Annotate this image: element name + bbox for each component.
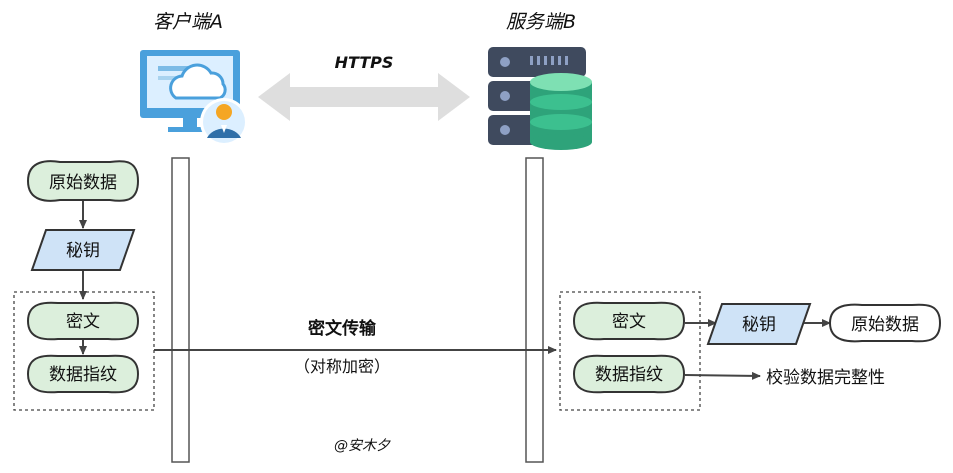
left-fingerprint-node: 数据指纹	[26, 354, 140, 394]
bidirectional-arrow-icon	[258, 73, 470, 121]
transfer-label: 密文传输	[308, 318, 377, 339]
client-computer-icon	[140, 50, 248, 146]
left-raw-data-node: 原始数据	[26, 160, 140, 202]
right-ciphertext-label: 密文	[612, 312, 646, 332]
right-key-label: 秘钥	[742, 315, 776, 335]
left-ciphertext-node: 密文	[26, 301, 140, 341]
left-ciphertext-label: 密文	[66, 312, 100, 332]
left-key-node: 秘钥	[30, 229, 136, 271]
left-raw-data-label: 原始数据	[49, 173, 117, 193]
client-lifeline	[171, 157, 190, 463]
watermark: @安木夕	[334, 438, 391, 454]
right-raw-data-label: 原始数据	[851, 315, 919, 335]
transfer-sublabel: （对称加密）	[294, 357, 390, 376]
right-fingerprint-label: 数据指纹	[595, 365, 663, 385]
server-database-icon	[488, 47, 592, 150]
flow-arrow-fingerprint-to-verify	[684, 371, 761, 380]
right-fingerprint-node: 数据指纹	[572, 354, 686, 394]
right-key-node: 秘钥	[706, 303, 812, 345]
left-fingerprint-label: 数据指纹	[49, 365, 117, 385]
client-title: 客户端A	[153, 11, 223, 33]
right-raw-data-node: 原始数据	[828, 303, 942, 343]
verify-integrity-label: 校验数据完整性	[766, 368, 885, 388]
right-ciphertext-node: 密文	[572, 301, 686, 341]
server-title: 服务端B	[506, 11, 576, 33]
left-key-label: 秘钥	[66, 241, 100, 261]
https-label: HTTPS	[335, 53, 394, 72]
right-input-group	[559, 291, 701, 411]
server-lifeline	[525, 157, 544, 463]
